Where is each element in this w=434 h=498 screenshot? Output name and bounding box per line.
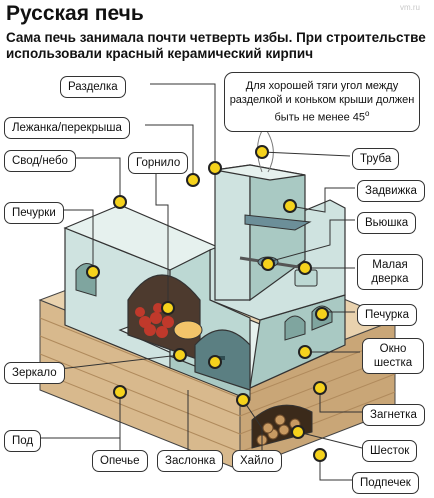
label-razdelka: Разделка — [60, 76, 126, 98]
okno-shestka — [284, 315, 306, 341]
label-pod: Под — [4, 430, 42, 452]
label-zadvizhka: Задвижка — [357, 180, 425, 202]
label-podpechek: Подпечек — [352, 472, 419, 494]
marker-pechurka — [315, 307, 329, 321]
label-zagnetka: Загнетка — [362, 404, 425, 426]
label-zaslonka: Заслонка — [157, 450, 224, 472]
marker-zadvizhka — [283, 199, 297, 213]
label-okno-shestka: Окно шестка — [362, 338, 424, 374]
marker-svod — [113, 195, 127, 209]
chimney-top — [214, 164, 306, 181]
note-degree: o — [365, 109, 370, 118]
label-vyushka: Вьюшка — [357, 212, 417, 234]
watermark: vm.ru — [400, 3, 420, 12]
label-pechurka: Печурка — [357, 304, 417, 326]
marker-vyushka — [261, 257, 275, 271]
label-truba: Труба — [352, 148, 400, 170]
marker-zaslonka — [208, 355, 222, 369]
label-pechurki: Печурки — [4, 202, 64, 224]
pot — [173, 320, 203, 340]
label-khailo: Хайло — [232, 450, 282, 472]
marker-gornilo — [161, 301, 175, 315]
marker-shestok — [291, 425, 305, 439]
marker-podpechek — [313, 448, 327, 462]
label-lezhanka: Лежанка/перекрыша — [4, 117, 130, 139]
marker-lezhanka — [186, 173, 200, 187]
chimney-front — [214, 164, 251, 301]
fire — [135, 303, 174, 338]
callout-markers — [86, 145, 329, 462]
label-gornilo: Горнило — [128, 152, 189, 174]
marker-pechurki — [86, 265, 100, 279]
page-title: Русская печь — [6, 2, 144, 25]
label-malaya-dverka: Малая дверка — [357, 254, 423, 290]
note-text: Для хорошей тяги угол между разделкой и … — [229, 80, 415, 124]
zadvizhka-plate — [244, 214, 312, 231]
marker-truba — [255, 145, 269, 159]
marker-okno-shestka — [298, 345, 312, 359]
label-opechie: Опечье — [92, 450, 148, 472]
label-svod: Свод/небо — [4, 150, 76, 172]
label-shestok: Шесток — [362, 440, 418, 462]
draft-angle-note: Для хорошей тяги угол между разделкой и … — [224, 72, 420, 132]
label-zerkalo: Зеркало — [4, 362, 65, 384]
marker-zerkalo — [173, 348, 187, 362]
leader-lines — [30, 83, 363, 481]
marker-malaya-dverka — [298, 261, 312, 275]
marker-khailo — [236, 393, 250, 407]
marker-razdelka — [208, 161, 222, 175]
marker-pod — [113, 385, 127, 399]
page-subtitle: Сама печь занимала почти четверть избы. … — [6, 30, 426, 61]
zaslonka-door — [194, 329, 251, 391]
marker-zagnetka — [313, 381, 327, 395]
